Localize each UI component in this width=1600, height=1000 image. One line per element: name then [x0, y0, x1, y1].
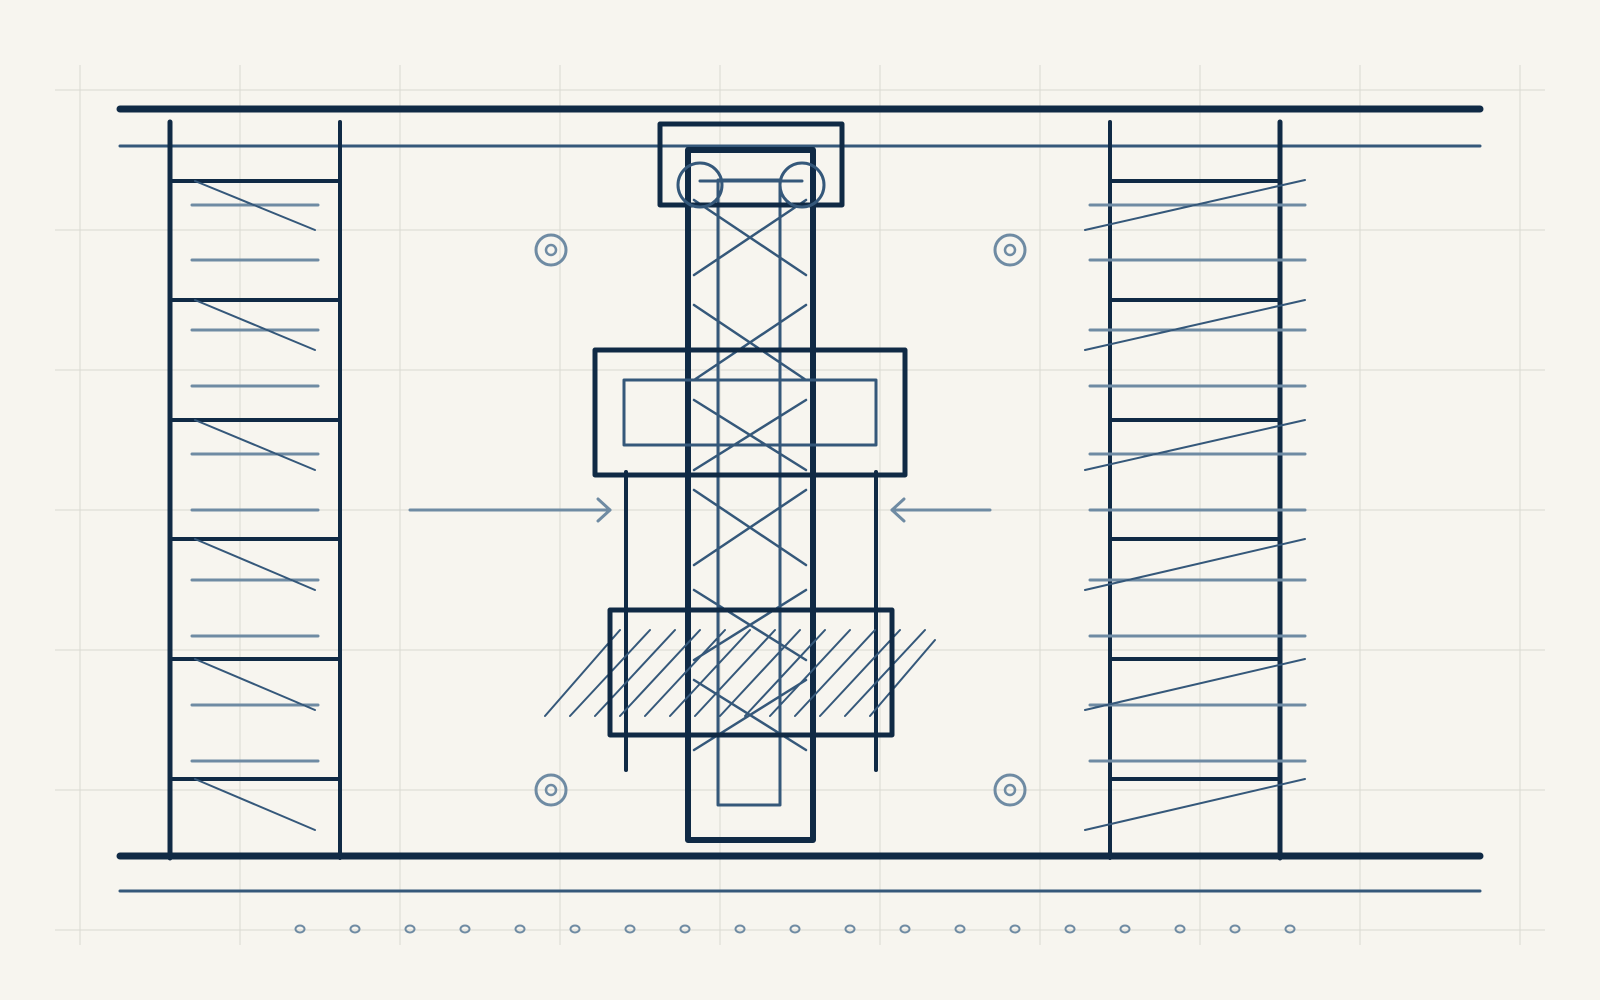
left-shelving — [167, 119, 342, 861]
left-shelf-items — [190, 203, 320, 763]
bolt — [993, 773, 1027, 807]
arrow-icon — [890, 497, 992, 523]
central-column — [685, 147, 816, 843]
guide-rods — [624, 470, 878, 772]
bolt — [534, 233, 568, 267]
right-shelving — [1084, 119, 1307, 861]
crossbeam — [592, 347, 908, 478]
mounting-bolts — [534, 233, 1027, 807]
left-shelf-diagonals — [194, 180, 316, 831]
left-shelves — [168, 179, 342, 781]
column-bracing — [692, 198, 808, 752]
right-shelves — [1108, 179, 1282, 781]
background-grid — [55, 65, 1545, 945]
arrow-icon — [408, 497, 612, 523]
top-rail — [116, 105, 1484, 148]
bottom-row-of-dots — [294, 924, 1296, 934]
right-shelf-items — [1088, 203, 1307, 763]
top-cap — [657, 121, 845, 209]
bottom-rail — [116, 852, 1484, 893]
bolt — [993, 233, 1027, 267]
right-shelf-diagonals — [1084, 179, 1306, 831]
hatched-block — [544, 607, 936, 738]
bolt — [534, 773, 568, 807]
